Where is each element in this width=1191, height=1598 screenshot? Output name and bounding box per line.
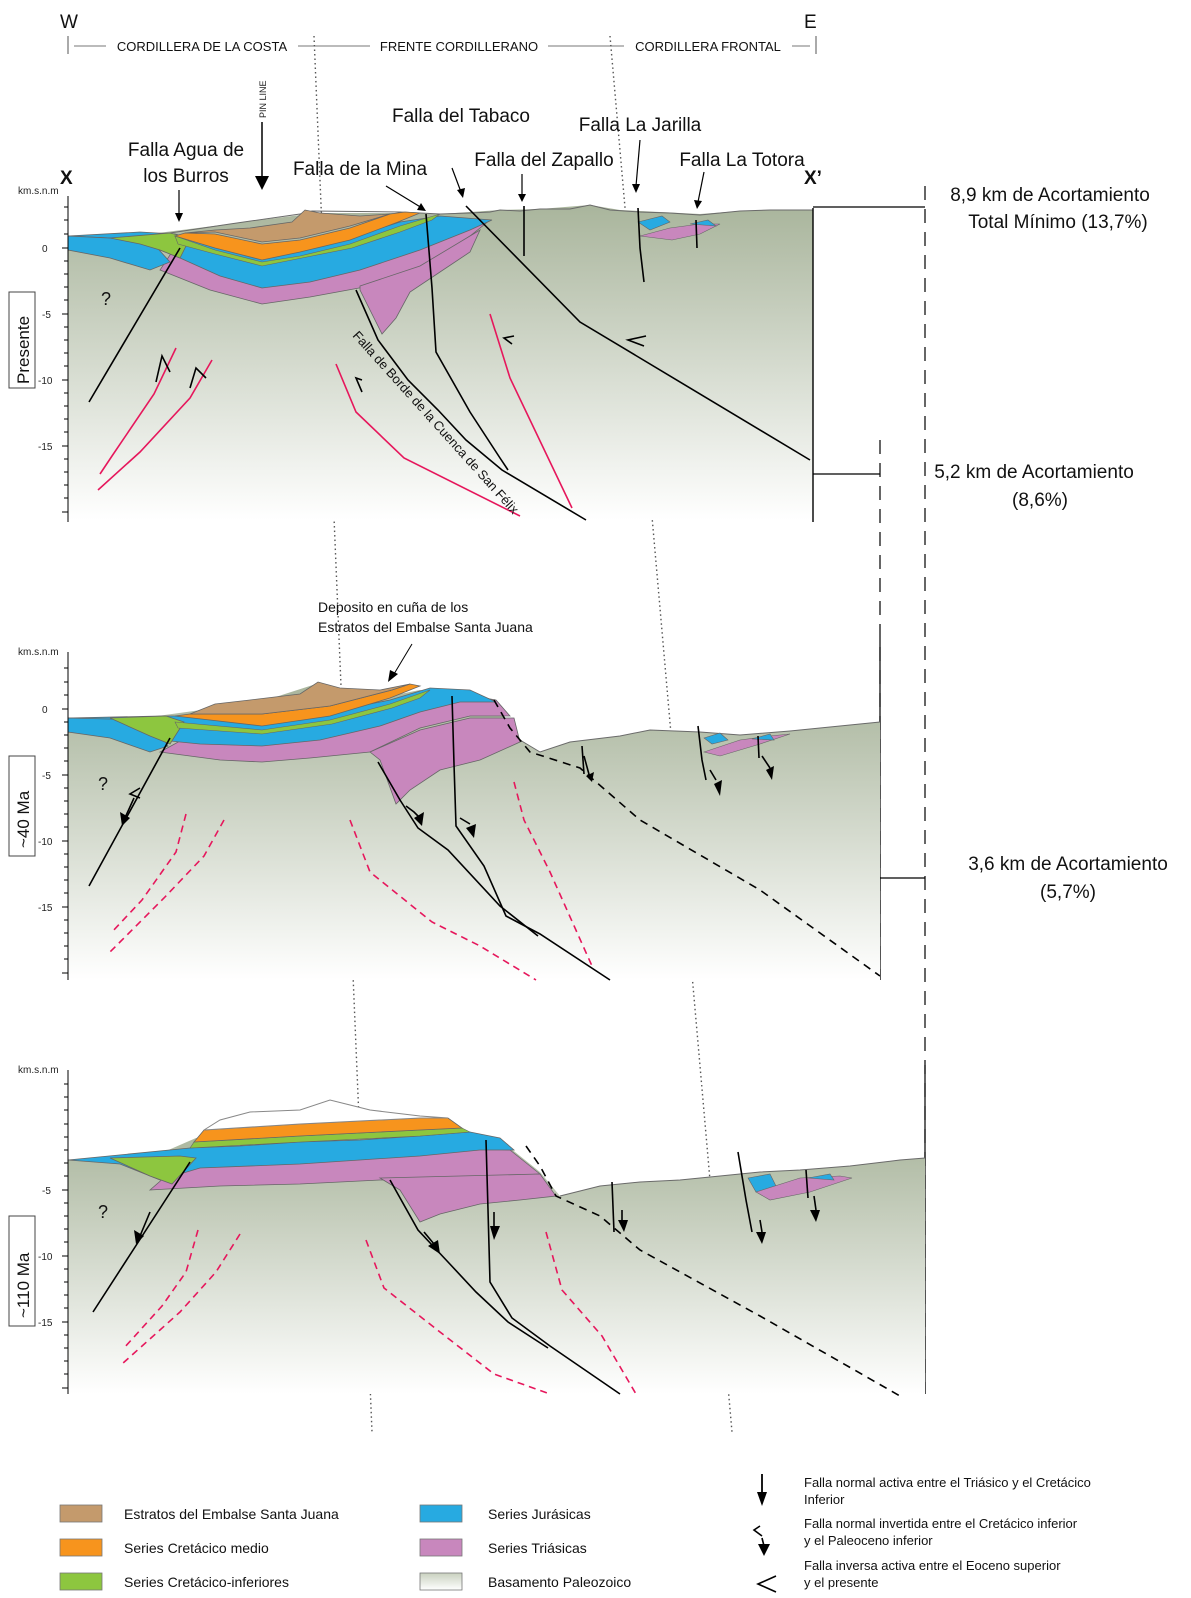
panel-40ma: km.s.n.m 0 -5 -10 -15 ~40 Ma ?: [8, 599, 881, 981]
west-label: W: [60, 12, 78, 33]
triassic-wedge: [359, 228, 481, 335]
legend-label: Series Cretácico-inferiores: [124, 1574, 289, 1590]
legend-swatch-triasicas: [419, 1538, 463, 1557]
east-label: E: [804, 12, 817, 33]
depth-axis-110ma: km.s.n.m -5 -10 -15: [18, 1065, 69, 1394]
shortening-total-line1: 8,9 km de Acortamiento: [950, 185, 1150, 206]
axis-unit: km.s.n.m: [18, 1065, 59, 1076]
tick-label: -10: [38, 837, 53, 848]
tick-label: -5: [42, 771, 51, 782]
axis-unit: km.s.n.m: [18, 186, 59, 197]
middle-cretaceous-layer: [173, 211, 421, 261]
inversion-arrows-40ma: [120, 755, 774, 838]
inverted-normal-fault-icon: [752, 1525, 770, 1556]
legend-fault-3-line2: y el presente: [804, 1575, 878, 1590]
fault-labels: Falla Agua de los Burros Falla de la Min…: [128, 106, 805, 222]
panel-110ma: km.s.n.m -5 -10 -15 ~110 Ma ?: [8, 1065, 926, 1397]
tick-label: -15: [38, 903, 53, 914]
tick-label: 0: [42, 705, 48, 716]
triassic-normal-faults-110ma: [121, 1229, 637, 1395]
unknown-mark: ?: [98, 1202, 108, 1222]
wedge-annotation-line1: Deposito en cuña de los: [318, 599, 468, 615]
fault-label-tabaco: Falla del Tabaco: [392, 106, 530, 127]
triassic-normal-faults-40ma: [109, 781, 593, 981]
axis-unit: km.s.n.m: [18, 647, 59, 658]
wedge-annotation-line2: Estratos del Embalse Santa Juana: [318, 619, 533, 635]
tick-label: -5: [42, 1186, 51, 1197]
tick-label: -15: [38, 1318, 53, 1329]
legend-fault-2-line1: Falla normal invertida entre el Cretácic…: [804, 1516, 1078, 1531]
legend-swatch-cretacico-inferior: [59, 1572, 103, 1591]
triassic-normal-faults-present: [97, 313, 573, 517]
panel-present: km.s.n.m 0 -5 -10 -15 Presente ?: [8, 186, 814, 522]
unknown-mark: ?: [98, 774, 108, 794]
fault-label-mina: Falla de la Mina: [293, 159, 428, 180]
legend-swatch-santa-juana: [59, 1504, 103, 1523]
zone-cordillera-frontal: CORDILLERA FRONTAL: [635, 39, 781, 54]
pin-line-label: PIN LINE: [258, 80, 268, 118]
tick-label: -10: [38, 376, 53, 387]
section-start-label: X: [60, 168, 73, 189]
tick-label: -5: [42, 310, 51, 321]
zone-cordillera-costa: CORDILLERA DE LA COSTA: [117, 39, 288, 54]
stage-label-present: Presente: [14, 316, 33, 384]
legend-fault-2-line2: y el Paleoceno inferior: [804, 1533, 933, 1548]
legend-label: Basamento Paleozoico: [488, 1574, 631, 1590]
depth-axis-40ma: km.s.n.m 0 -5 -10 -15: [18, 647, 69, 980]
zone-frente-cordillerano: FRENTE CORDILLERANO: [380, 39, 538, 54]
shortening-mid-line1: 5,2 km de Acortamiento: [934, 462, 1134, 483]
basement-paleozoic: [68, 1128, 925, 1394]
legend-swatch-cretacico-medio: [59, 1538, 103, 1557]
unknown-mark: ?: [101, 289, 111, 309]
legend-fault-1-line2: Inferior: [804, 1492, 845, 1507]
legend: Estratos del Embalse Santa Juana Series …: [59, 1474, 1091, 1593]
shortening-early-line2: (5,7%): [1040, 882, 1096, 903]
fault-label-agua-burros-2: los Burros: [143, 166, 229, 187]
legend-fault-3-line1: Falla inversa activa entre el Eoceno sup…: [804, 1558, 1061, 1573]
depth-axis-present: km.s.n.m 0 -5 -10 -15: [18, 186, 69, 522]
stage-label-110ma: ~110 Ma: [14, 1252, 33, 1318]
santa-juana-strata: [184, 209, 391, 243]
faults-40ma: [88, 695, 760, 981]
shortening-total-line2: Total Mínimo (13,7%): [968, 212, 1148, 233]
tick-label: -15: [38, 442, 53, 453]
header: W E CORDILLERA DE LA COSTA FRENTE CORDIL…: [60, 12, 817, 54]
legend-fault-1-line1: Falla normal activa entre el Triásico y …: [804, 1475, 1091, 1490]
tick-label: -10: [38, 1252, 53, 1263]
legend-label: Series Jurásicas: [488, 1506, 591, 1522]
normal-fault-icon: [757, 1474, 767, 1506]
normal-fault-arrows-110ma: [134, 1195, 820, 1254]
fault-label-zapallo: Falla del Zapallo: [474, 150, 613, 171]
legend-label: Series Triásicas: [488, 1540, 587, 1556]
shortening-mid-line2: (8,6%): [1012, 490, 1068, 511]
fault-label-jarilla: Falla La Jarilla: [579, 115, 702, 136]
stage-label-40ma: ~40 Ma: [14, 790, 33, 848]
fault-label-totora: Falla La Totora: [679, 150, 805, 171]
fault-label-agua-burros-1: Falla Agua de: [128, 140, 244, 161]
dashed-detachment-110ma: [525, 1145, 901, 1397]
tick-label: 0: [42, 244, 48, 255]
legend-label: Series Cretácico medio: [124, 1540, 269, 1556]
shear-arrows-present: [155, 335, 647, 393]
shortening-early-line1: 3,6 km de Acortamiento: [968, 854, 1168, 875]
lower-cretaceous-layer: [109, 232, 191, 259]
legend-swatch-jurasicas: [419, 1504, 463, 1523]
pin-line: PIN LINE: [255, 80, 269, 190]
section-end-label: X’: [804, 168, 822, 189]
dashed-detachment-40ma: [493, 699, 881, 977]
reverse-fault-icon: [756, 1575, 777, 1593]
faults-present: [88, 205, 814, 522]
legend-label: Estratos del Embalse Santa Juana: [124, 1506, 339, 1522]
legend-swatch-basamento: [419, 1572, 463, 1591]
